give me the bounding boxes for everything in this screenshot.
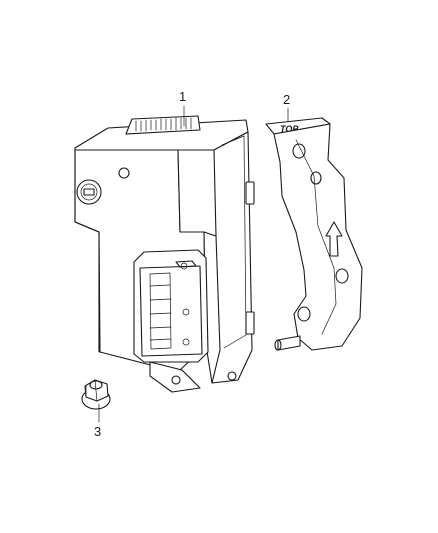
callout-3-label: 3	[94, 424, 101, 439]
control-module	[74, 115, 255, 393]
callout-2: 2	[283, 92, 290, 122]
hex-nut	[81, 379, 111, 410]
callout-2-label: 2	[283, 92, 290, 107]
callout-1-label: 1	[179, 89, 186, 104]
bracket-top-stamp: TOP	[280, 124, 299, 134]
mounting-bracket: TOP	[265, 117, 363, 351]
callout-1: 1	[179, 89, 186, 127]
callout-3: 3	[94, 403, 101, 439]
